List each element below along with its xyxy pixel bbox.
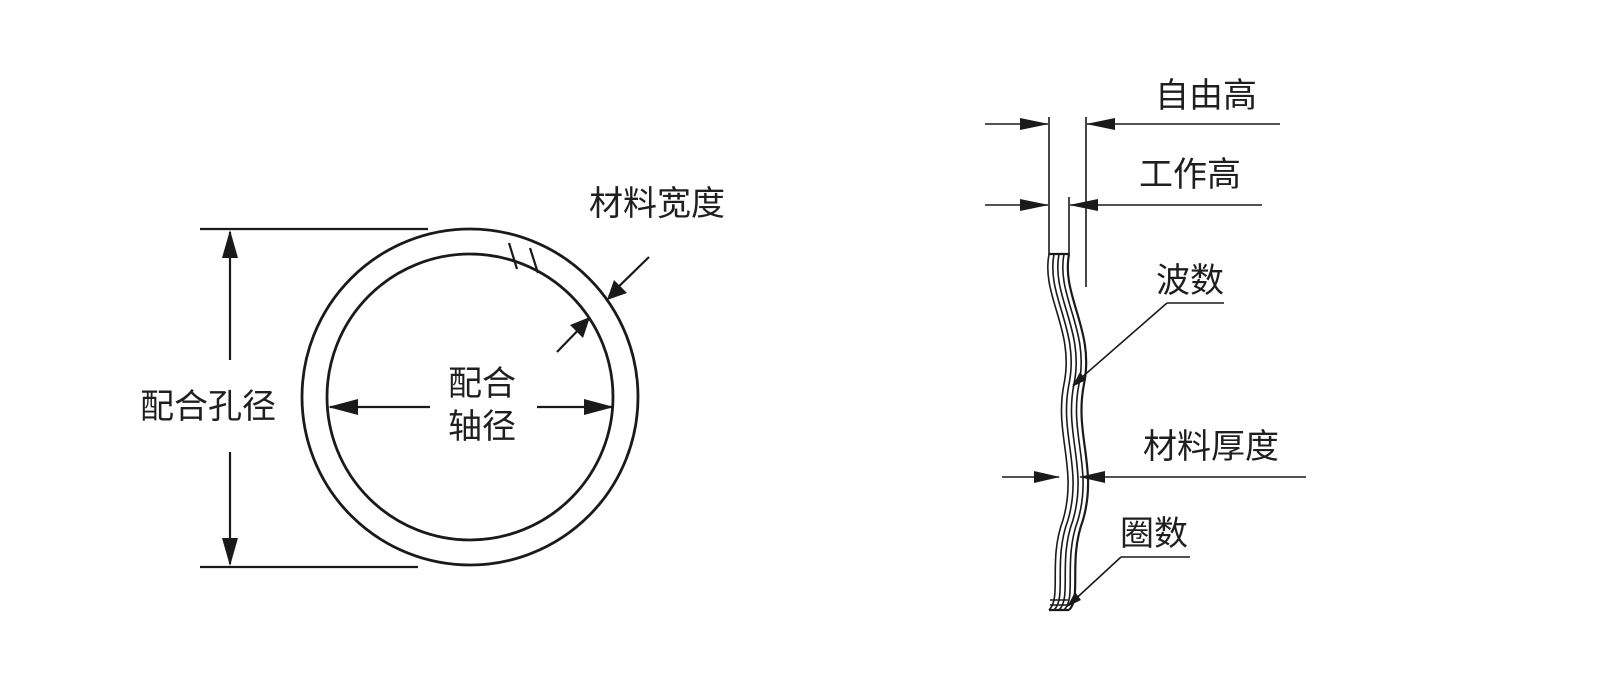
arrowhead [607, 280, 627, 300]
shaft-diameter-label-line2: 轴径 [448, 407, 516, 447]
working-height-dimension [985, 199, 1262, 211]
shaft-diameter-dimension [328, 399, 614, 415]
leader-line [1072, 302, 1168, 386]
spring-layers [1047, 252, 1090, 612]
working-height-label: 工作高 [1139, 155, 1241, 195]
material-width-label: 材料宽度 [589, 184, 725, 224]
material-thickness-dimension [1002, 471, 1306, 483]
hole-diameter-label: 配合孔径 [140, 387, 276, 427]
arrowhead [222, 538, 238, 566]
wave-count-label: 波数 [1156, 261, 1224, 301]
arrowhead [1034, 471, 1060, 483]
turn-count-leader [1067, 556, 1190, 607]
shaft-diameter-label-line1: 配合 [448, 364, 516, 404]
arrowhead [1020, 199, 1049, 211]
arrowhead [1020, 118, 1049, 130]
arrowhead [1072, 372, 1086, 387]
turn-count-label: 圈数 [1120, 514, 1188, 554]
ring-top-view [300, 227, 640, 567]
free-height-label: 自由高 [1155, 76, 1257, 116]
material-thickness-label: 材料厚度 [1143, 427, 1279, 467]
hole-diameter-dimension [200, 227, 428, 569]
arrowhead [328, 399, 358, 415]
arrowhead [1086, 118, 1115, 130]
arrowhead [584, 399, 614, 415]
arrowhead [1067, 592, 1081, 607]
inner-ring-circle [325, 252, 615, 542]
arrowhead [570, 317, 590, 338]
wave-count-leader [1072, 302, 1224, 387]
wave-spring-side-view: 自由高 工作高 波数 材料厚度 圈数 [985, 76, 1306, 612]
outer-ring-circle [300, 227, 640, 567]
material-width-dimension [556, 256, 650, 353]
arrowhead [1079, 471, 1105, 483]
arrowhead [222, 230, 238, 258]
free-height-dimension [985, 118, 1280, 130]
ring-gap-mark [528, 247, 540, 274]
arrowhead [1069, 199, 1098, 211]
ring-gap-mark [507, 242, 519, 270]
